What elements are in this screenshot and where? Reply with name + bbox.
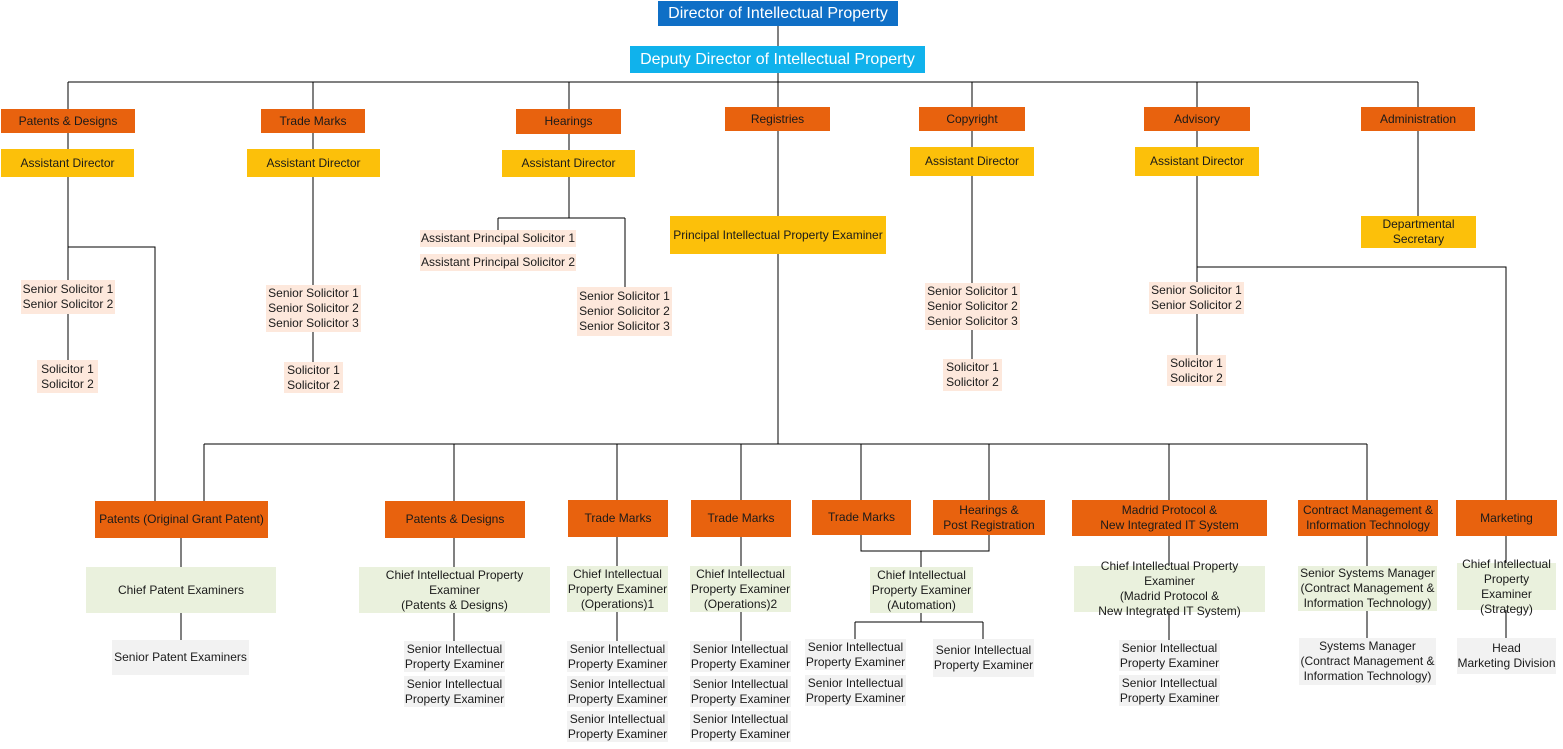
assistant-director-trade-marks: Assistant Director [247,149,380,177]
division-copyright: Copyright [919,107,1025,131]
senior-patent-examiners: Senior Patent Examiners [112,640,249,675]
division-administration: Administration [1361,107,1475,131]
unit-madrid-protocol: Madrid Protocol & New Integrated IT Syst… [1072,500,1267,536]
unit-trade-marks-2: Trade Marks [691,500,791,537]
assistant-director-advisory: Assistant Director [1135,147,1259,176]
chief-patent-examiners: Chief Patent Examiners [86,567,276,613]
departmental-secretary: Departmental Secretary [1361,216,1476,248]
chief-examiner-automation: Chief Intellectual Property Examiner (Au… [870,567,973,613]
pd-senior-examiner-2: Senior Intellectual Property Examiner [404,676,505,707]
division-trade-marks: Trade Marks [261,109,365,133]
tm-solicitors: Solicitor 1 Solicitor 2 [284,362,343,393]
madrid-senior-examiner-2: Senior Intellectual Property Examiner [1119,675,1220,706]
hr-assistant-principal-solicitor-2: Assistant Principal Solicitor 2 [420,254,576,271]
chief-examiner-operations-1: Chief Intellectual Property Examiner (Op… [567,566,668,612]
hr-assistant-principal-solicitor-1: Assistant Principal Solicitor 1 [420,230,576,247]
assistant-director-patents: Assistant Director [1,149,134,177]
principal-examiner: Principal Intellectual Property Examiner [670,216,886,254]
pd-solicitors: Solicitor 1 Solicitor 2 [37,360,98,393]
chief-examiner-operations-2: Chief Intellectual Property Examiner (Op… [690,566,791,612]
ops2-senior-examiner-2: Senior Intellectual Property Examiner [690,676,791,707]
ops2-senior-examiner-3: Senior Intellectual Property Examiner [690,711,791,742]
senior-systems-manager: Senior Systems Manager (Contract Managem… [1298,566,1437,611]
madrid-senior-examiner-1: Senior Intellectual Property Examiner [1119,640,1220,671]
unit-marketing: Marketing [1456,500,1557,536]
division-registries: Registries [725,107,830,131]
ops1-senior-examiner-2: Senior Intellectual Property Examiner [567,676,668,707]
division-patents-designs: Patents & Designs [1,109,135,133]
unit-trade-marks-3: Trade Marks [812,500,911,535]
chief-examiner-patents-designs: Chief Intellectual Property Examiner (Pa… [359,567,550,613]
division-hearings: Hearings [516,109,621,134]
automation-senior-examiner-3: Senior Intellectual Property Examiner [933,639,1034,677]
ops2-senior-examiner-1: Senior Intellectual Property Examiner [690,641,791,672]
automation-senior-examiner-1: Senior Intellectual Property Examiner [805,639,906,670]
chief-examiner-madrid: Chief Intellectual Property Examiner (Ma… [1074,566,1265,612]
director-box: Director of Intellectual Property [658,1,898,26]
unit-contract-management: Contract Management & Information Techno… [1298,500,1438,536]
division-advisory: Advisory [1144,107,1250,131]
pd-senior-solicitors: Senior Solicitor 1 Senior Solicitor 2 [21,280,115,314]
ops1-senior-examiner-1: Senior Intellectual Property Examiner [567,641,668,672]
unit-trade-marks-1: Trade Marks [568,500,668,537]
hr-senior-solicitors: Senior Solicitor 1 Senior Solicitor 2 Se… [577,287,672,336]
assistant-director-hearings: Assistant Director [502,150,635,177]
unit-hearings-post-registration: Hearings & Post Registration [933,500,1045,535]
cp-solicitors: Solicitor 1 Solicitor 2 [943,359,1002,391]
cp-senior-solicitors: Senior Solicitor 1 Senior Solicitor 2 Se… [925,283,1020,330]
tm-senior-solicitors: Senior Solicitor 1 Senior Solicitor 2 Se… [266,285,361,332]
head-marketing-division: Head Marketing Division [1457,638,1556,674]
unit-patents-ogp: Patents (Original Grant Patent) [95,501,268,538]
ops1-senior-examiner-3: Senior Intellectual Property Examiner [567,711,668,742]
automation-senior-examiner-2: Senior Intellectual Property Examiner [805,675,906,706]
pd-senior-examiner-1: Senior Intellectual Property Examiner [404,641,505,672]
unit-patents-designs: Patents & Designs [385,501,525,538]
chief-examiner-strategy: Chief Intellectual Property Examiner (St… [1457,563,1556,610]
deputy-director-box: Deputy Director of Intellectual Property [630,46,925,73]
adv-solicitors: Solicitor 1 Solicitor 2 [1167,355,1226,386]
adv-senior-solicitors: Senior Solicitor 1 Senior Solicitor 2 [1149,282,1244,314]
systems-manager: Systems Manager (Contract Management & I… [1299,638,1436,685]
assistant-director-copyright: Assistant Director [910,147,1034,176]
